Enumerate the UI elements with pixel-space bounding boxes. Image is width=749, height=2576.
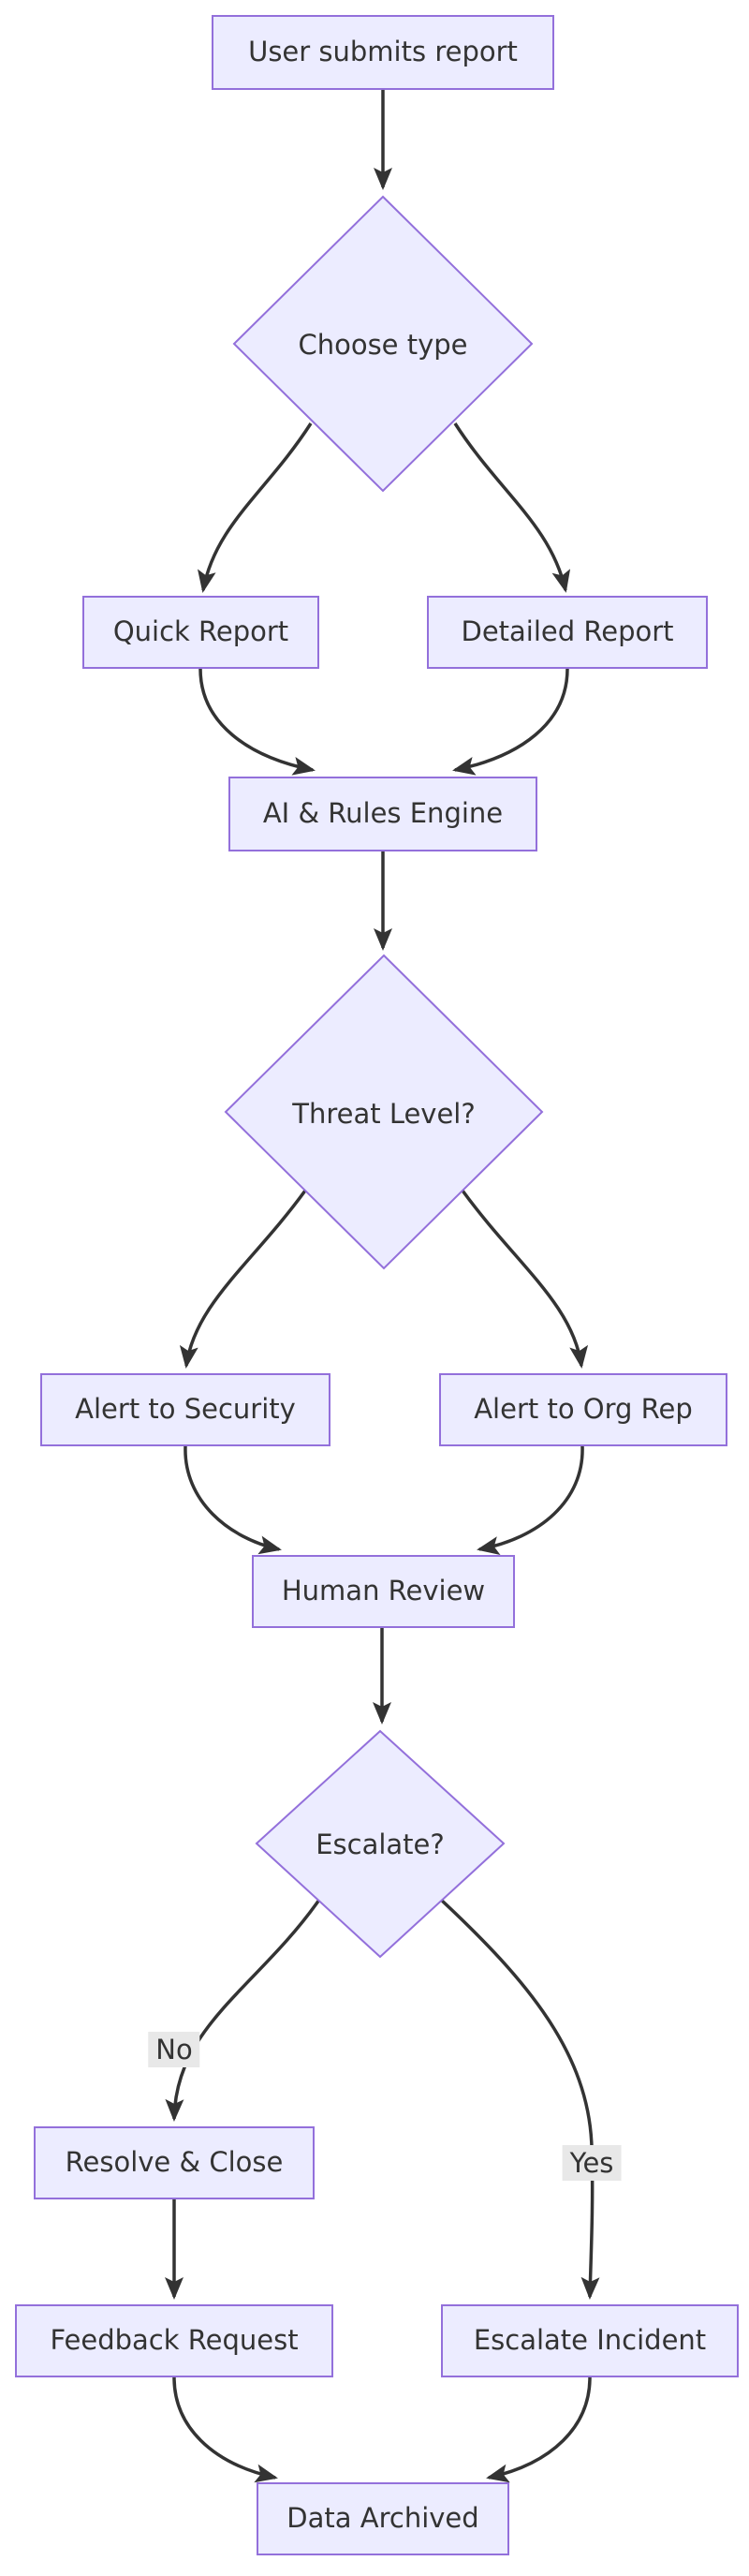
edge-alert-org-rep-to-human-review [477,1445,584,1555]
node-escalate-label: Escalate? [316,1828,445,1860]
edge-label-no: No [148,2032,200,2067]
node-user-submits-report: User submits report [212,15,554,90]
edge-escalate-incident-to-data-archived [486,2376,592,2483]
edge-threat-level-to-alert-security [179,1189,307,1369]
edge-detailed-report-to-ai-rules-engine [452,668,569,776]
node-ai-rules-engine: AI & Rules Engine [228,777,537,851]
choose-type-diamond-shape [232,195,534,493]
node-choose-type-label: Choose type [298,329,468,361]
edge-label-yes: Yes [562,2145,622,2181]
edge-choose-type-to-detailed-report [453,422,571,593]
edge-threat-level-to-alert-org-rep [461,1189,589,1369]
node-alert-to-security: Alert to Security [40,1373,330,1446]
node-data-archived: Data Archived [257,2482,509,2555]
node-alert-to-org-rep: Alert to Org Rep [439,1373,727,1446]
edge-alert-security-to-human-review [184,1445,282,1555]
node-detailed-report: Detailed Report [427,596,708,669]
node-feedback-request: Feedback Request [15,2304,333,2377]
edge-choose-type-to-quick-report [198,422,313,593]
edge-escalate-to-resolve-close [165,1898,321,2122]
escalate-diamond-shape [255,1729,506,1959]
edge-quick-report-to-ai-rules-engine [198,668,316,776]
threat-level-diamond-shape [224,954,544,1270]
node-escalate-incident: Escalate Incident [441,2304,739,2377]
node-quick-report: Quick Report [82,596,319,669]
node-threat-level-label: Threat Level? [292,1098,476,1130]
edge-escalate-to-escalate-incident [439,1898,600,2300]
edge-feedback-request-to-data-archived [172,2376,278,2483]
node-resolve-close: Resolve & Close [34,2126,315,2199]
node-human-review: Human Review [252,1555,515,1628]
